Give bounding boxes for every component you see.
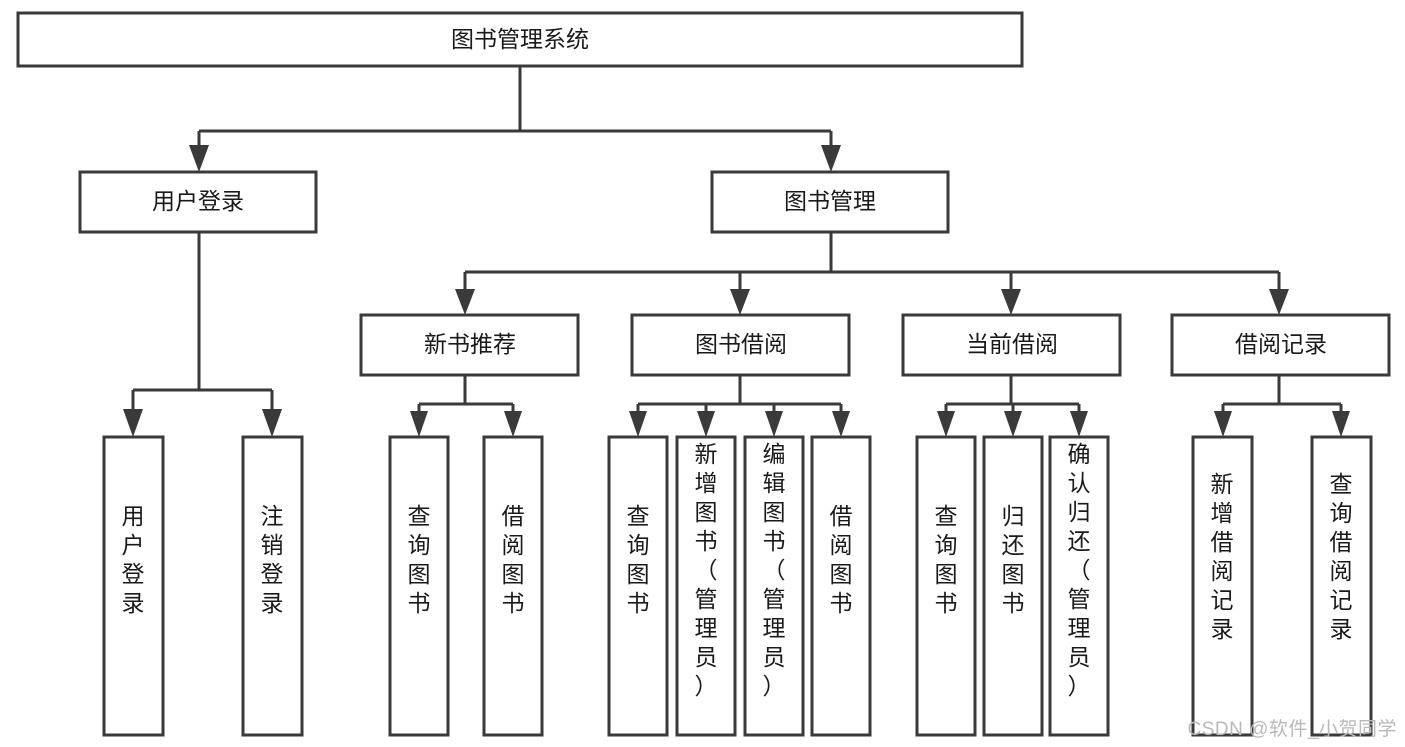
node-leaf-borrow-book-1[interactable]: 借阅图书 bbox=[482, 435, 544, 737]
node-borrow-record[interactable]: 借阅记录 bbox=[1170, 313, 1391, 377]
arrow-head-leaf-edit-book bbox=[765, 411, 783, 437]
arrow-head-leaf-borrow-book-1 bbox=[504, 411, 522, 437]
node-user-login[interactable]: 用户登录 bbox=[78, 170, 318, 234]
node-leaf-query-borrow-record-label: 查询借阅记录 bbox=[1330, 471, 1353, 642]
node-leaf-query-book-3-label: 查询图书 bbox=[935, 503, 958, 616]
node-leaf-add-book[interactable]: 新增图书（管理员） bbox=[675, 435, 737, 737]
connector-group-borrow-record bbox=[1214, 375, 1350, 437]
node-current-borrow[interactable]: 当前借阅 bbox=[901, 313, 1122, 377]
arrow-head-leaf-query-book-3 bbox=[937, 411, 955, 437]
node-leaf-borrow-book-2-box[interactable] bbox=[810, 435, 872, 737]
connector-group-user-login bbox=[123, 232, 282, 437]
node-current-borrow-box[interactable] bbox=[901, 313, 1122, 377]
node-borrow-record-box[interactable] bbox=[1170, 313, 1391, 377]
arrow-head-leaf-user-login bbox=[123, 409, 143, 437]
node-leaf-query-borrow-record-box[interactable] bbox=[1310, 435, 1373, 737]
node-leaf-return-book-label: 归还图书 bbox=[1002, 503, 1025, 616]
node-leaf-query-book-3-box[interactable] bbox=[915, 435, 977, 737]
node-leaf-add-borrow-record[interactable]: 新增借阅记录 bbox=[1191, 435, 1254, 737]
node-leaf-query-book-2[interactable]: 查询图书 bbox=[607, 435, 669, 737]
node-book-management[interactable]: 图书管理 bbox=[710, 170, 950, 234]
arrow-head-leaf-query-book-2 bbox=[629, 411, 647, 437]
node-leaf-edit-book-box[interactable] bbox=[743, 435, 805, 737]
node-book-borrow[interactable]: 图书借阅 bbox=[630, 313, 851, 377]
arrow-head-leaf-add-book bbox=[697, 411, 715, 437]
node-leaf-query-book-3[interactable]: 查询图书 bbox=[915, 435, 977, 737]
arrow-head-user-login bbox=[189, 145, 209, 172]
node-leaf-user-login-box[interactable] bbox=[102, 435, 165, 737]
node-leaf-add-book-label: 新增图书（管理员） bbox=[695, 441, 718, 699]
node-book-management-label: 图书管理 bbox=[784, 188, 876, 214]
node-leaf-logout-login-label: 注销登录 bbox=[261, 503, 284, 616]
arrow-head-leaf-query-borrow-record bbox=[1332, 411, 1350, 437]
node-leaf-add-borrow-record-label: 新增借阅记录 bbox=[1211, 471, 1234, 642]
node-root-label: 图书管理系统 bbox=[451, 26, 589, 52]
arrow-head-book-management bbox=[821, 145, 841, 172]
node-root[interactable]: 图书管理系统 bbox=[16, 11, 1024, 68]
arrow-head-leaf-confirm-return bbox=[1070, 411, 1088, 437]
node-leaf-return-book[interactable]: 归还图书 bbox=[982, 435, 1044, 737]
node-book-borrow-label: 图书借阅 bbox=[695, 331, 787, 357]
node-leaf-borrow-book-1-box[interactable] bbox=[482, 435, 544, 737]
node-leaf-add-borrow-record-box[interactable] bbox=[1191, 435, 1254, 737]
node-leaf-return-book-box[interactable] bbox=[982, 435, 1044, 737]
node-leaf-confirm-return-label: 确认归还（管理员） bbox=[1068, 441, 1091, 699]
node-user-login-box[interactable] bbox=[78, 170, 318, 234]
arrow-head-book-borrow bbox=[730, 289, 750, 315]
connector-group-new-book-recommend bbox=[410, 375, 522, 437]
node-book-borrow-box[interactable] bbox=[630, 313, 851, 377]
node-leaf-query-book-1[interactable]: 查询图书 bbox=[388, 435, 450, 737]
arrow-head-leaf-return-book bbox=[1004, 411, 1022, 437]
connector-group-current-borrow bbox=[937, 375, 1088, 437]
arrow-head-leaf-borrow-book-2 bbox=[832, 411, 850, 437]
node-leaf-query-borrow-record[interactable]: 查询借阅记录 bbox=[1310, 435, 1373, 737]
arrow-head-leaf-query-book-1 bbox=[410, 411, 428, 437]
node-leaf-edit-book[interactable]: 编辑图书（管理员） bbox=[743, 435, 805, 737]
node-leaf-logout-login-box[interactable] bbox=[241, 435, 304, 737]
node-book-management-box[interactable] bbox=[710, 170, 950, 234]
node-new-book-recommend-label: 新书推荐 bbox=[424, 331, 516, 357]
node-leaf-query-book-2-box[interactable] bbox=[607, 435, 669, 737]
node-leaf-query-book-2-label: 查询图书 bbox=[627, 503, 650, 616]
node-leaf-logout-login[interactable]: 注销登录 bbox=[241, 435, 304, 737]
node-user-login-label: 用户登录 bbox=[152, 188, 244, 214]
node-new-book-recommend-box[interactable] bbox=[359, 313, 580, 377]
connector-group-book-management bbox=[455, 232, 1289, 315]
arrow-head-leaf-add-borrow-record bbox=[1214, 411, 1232, 437]
node-leaf-query-book-1-box[interactable] bbox=[388, 435, 450, 737]
node-root-box[interactable] bbox=[16, 11, 1024, 68]
node-leaf-confirm-return[interactable]: 确认归还（管理员） bbox=[1048, 435, 1110, 737]
node-leaf-query-book-1-label: 查询图书 bbox=[408, 503, 431, 616]
node-leaf-borrow-book-2-label: 借阅图书 bbox=[830, 503, 853, 616]
arrow-head-current-borrow bbox=[1001, 289, 1021, 315]
node-leaf-borrow-book-2[interactable]: 借阅图书 bbox=[810, 435, 872, 737]
arrow-head-leaf-logout-login bbox=[262, 409, 282, 437]
node-leaf-user-login[interactable]: 用户登录 bbox=[102, 435, 165, 737]
node-leaf-user-login-label: 用户登录 bbox=[122, 503, 145, 616]
node-leaf-borrow-book-1-label: 借阅图书 bbox=[502, 503, 525, 616]
node-current-borrow-label: 当前借阅 bbox=[966, 331, 1058, 357]
node-borrow-record-label: 借阅记录 bbox=[1235, 331, 1327, 357]
connector-group-book-borrow bbox=[629, 375, 850, 437]
node-leaf-confirm-return-box[interactable] bbox=[1048, 435, 1110, 737]
arrow-head-new-book-recommend bbox=[455, 289, 475, 315]
node-leaf-add-book-box[interactable] bbox=[675, 435, 737, 737]
arrow-head-borrow-record bbox=[1269, 289, 1289, 315]
node-new-book-recommend[interactable]: 新书推荐 bbox=[359, 313, 580, 377]
connector-group-root bbox=[189, 66, 841, 172]
csdn-watermark: CSDN @软件_小贺同学 bbox=[1187, 719, 1397, 740]
node-leaf-edit-book-label: 编辑图书（管理员） bbox=[763, 441, 786, 699]
